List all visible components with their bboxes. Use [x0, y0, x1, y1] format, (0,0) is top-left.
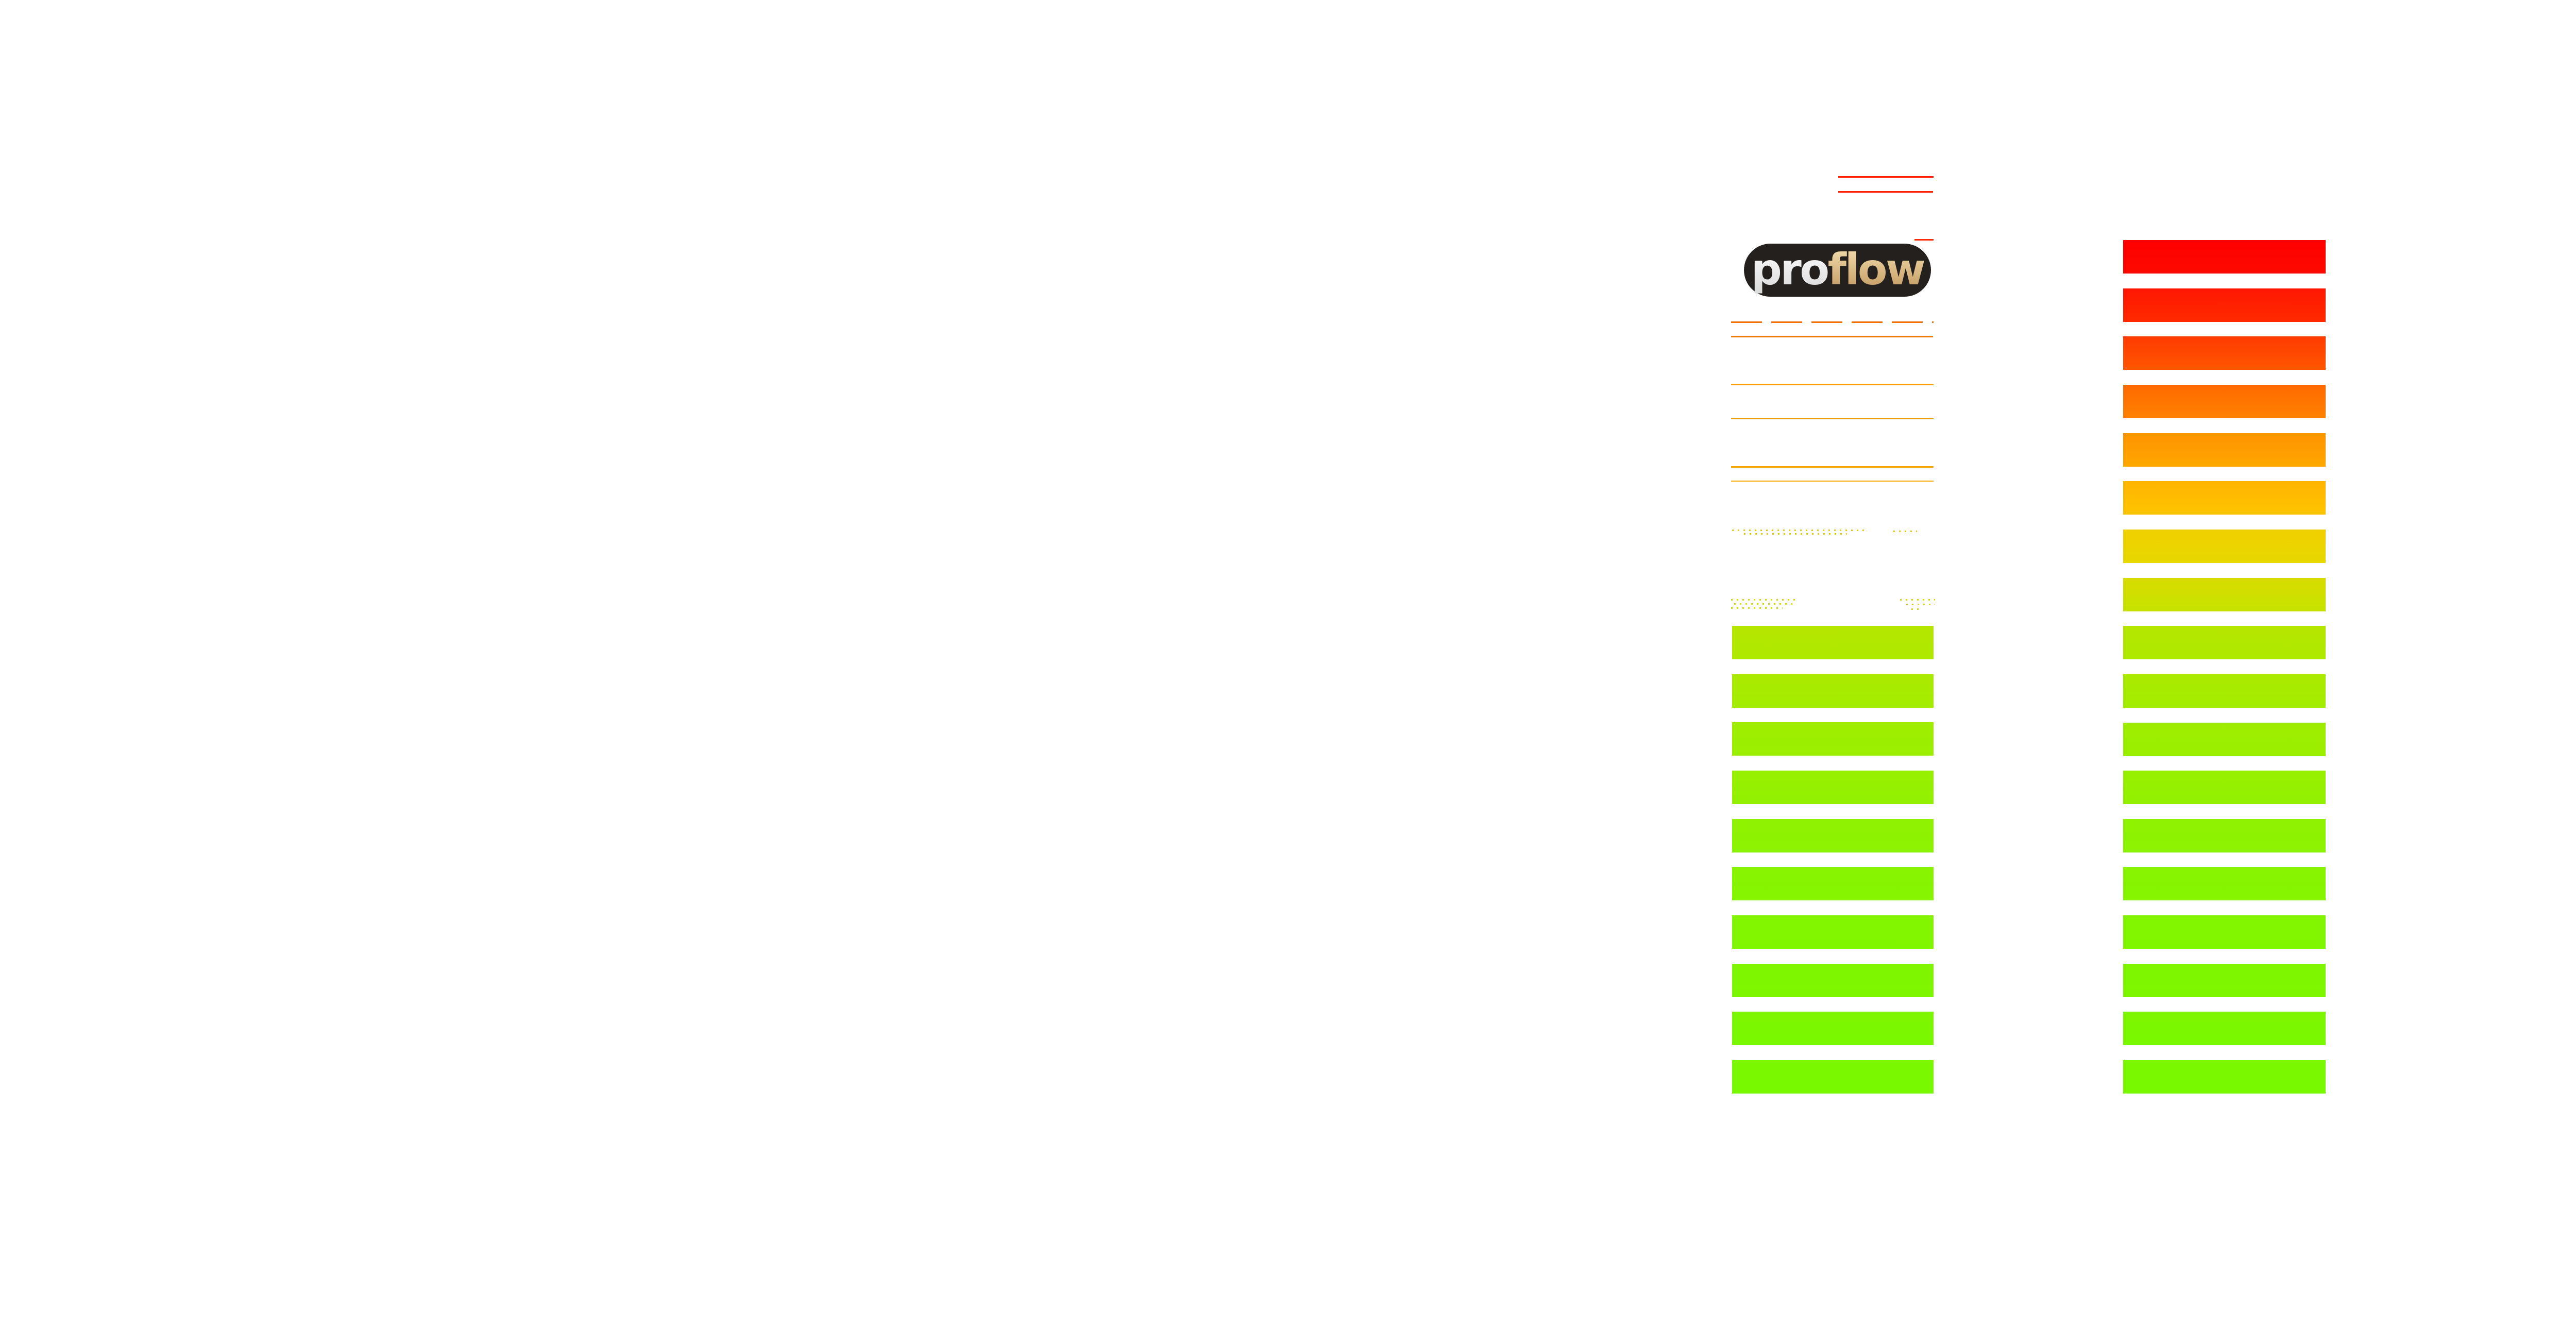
ghost-text-speckle-row [1906, 604, 1935, 605]
ghost-text-speckle-row [1900, 599, 1935, 601]
right-meter-bar [2123, 336, 2326, 370]
right-meter-bar [2123, 771, 2326, 804]
left-meter-bar [1732, 867, 1934, 900]
left-meter-bar [1732, 1012, 1934, 1045]
left-meter-bar [1732, 1060, 1934, 1094]
left-meter-bar [1732, 819, 1934, 852]
logo-text-flow: flow [1827, 244, 1926, 295]
right-meter-bar [2123, 385, 2326, 418]
left-meter-bar [1732, 674, 1934, 708]
left-meter-bar [1732, 626, 1934, 659]
ghost-text-speckle-row [1744, 533, 1847, 535]
right-meter-bar [2123, 964, 2326, 997]
ghost-line [1731, 481, 1934, 482]
right-meter-bar [2123, 578, 2326, 611]
ghost-text-speckle-row [1732, 530, 1867, 531]
ghost-text-speckle-row [1911, 608, 1923, 610]
proflow-wordmark: proflow [1751, 248, 1926, 291]
proflow-logo: proflow [1744, 244, 1931, 297]
ghost-line [1838, 191, 1933, 193]
ghost-line [1731, 418, 1934, 419]
right-meter-bar [2123, 288, 2326, 322]
ghost-dashed-line [1731, 321, 1934, 323]
right-meter-bar [2123, 723, 2326, 756]
right-meter-bar [2123, 819, 2326, 852]
right-meter-bar [2123, 915, 2326, 949]
ghost-line [1914, 239, 1934, 241]
right-meter-bar [2123, 481, 2326, 515]
ghost-line [1731, 466, 1934, 468]
right-meter-bar [2123, 1060, 2326, 1094]
left-meter-bar [1732, 915, 1934, 949]
right-meter-bar [2123, 240, 2326, 274]
ghost-text-speckle-row [1731, 607, 1783, 609]
ghost-text-speckle-row [1731, 599, 1796, 601]
left-meter-bar [1732, 964, 1934, 997]
left-meter-bar [1732, 771, 1934, 804]
right-meter-bar [2123, 674, 2326, 708]
ghost-text-speckle-row [1734, 603, 1793, 605]
ghost-line [1838, 176, 1934, 178]
ghost-text-speckle-row [1893, 531, 1917, 532]
right-meter-bar [2123, 1012, 2326, 1045]
ghost-line [1731, 384, 1934, 385]
right-meter-bar [2123, 433, 2326, 467]
right-meter-bar [2123, 626, 2326, 659]
right-meter-bar [2123, 530, 2326, 563]
right-meter-bar [2123, 867, 2326, 900]
ghost-line [1731, 336, 1933, 337]
left-meter-bar [1732, 722, 1934, 756]
logo-text-pro: pro [1751, 244, 1829, 295]
